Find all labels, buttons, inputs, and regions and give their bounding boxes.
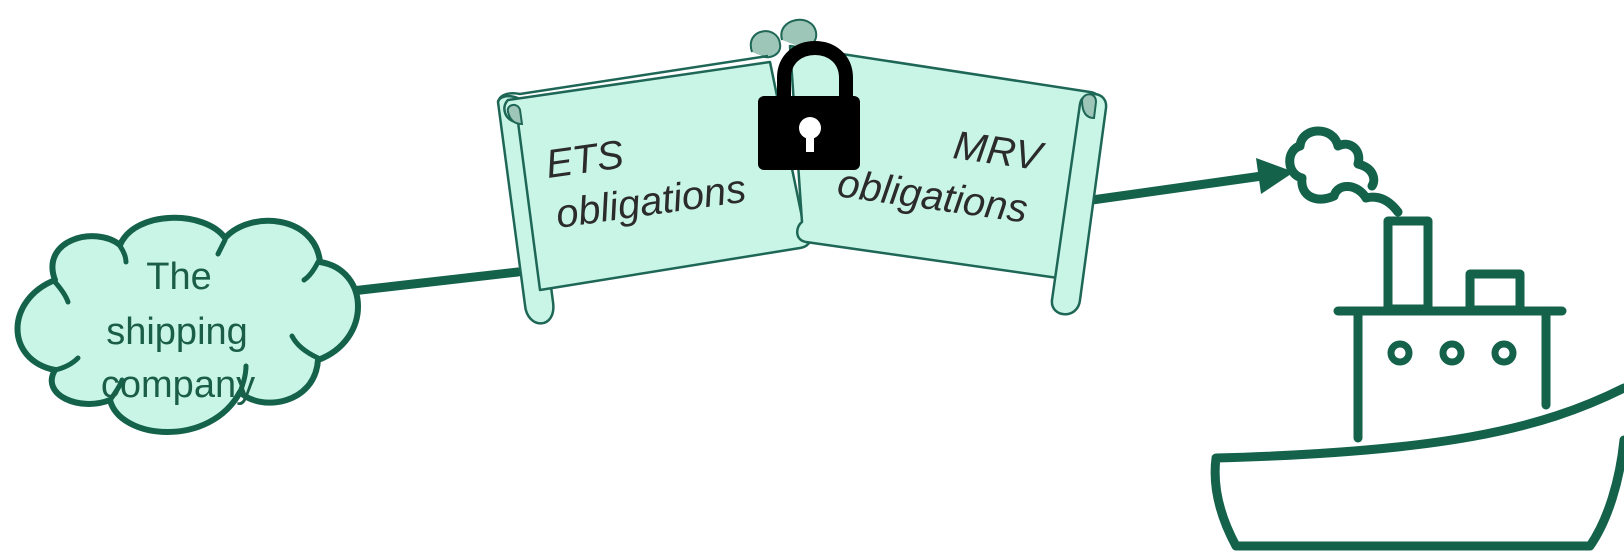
ets-scroll: ETS obligations (496, 30, 813, 325)
arrow-scroll-to-ship (1087, 158, 1294, 205)
ets-scroll-line-1: ETS (543, 132, 626, 186)
connector-cloud-to-scroll (347, 267, 523, 296)
steamship-icon (1210, 126, 1624, 551)
padlock-icon (758, 41, 860, 170)
cloud-label-line-3: company (101, 364, 255, 406)
mrv-scroll: MRV obligations (780, 18, 1108, 316)
cloud-label-line-2: shipping (106, 311, 248, 353)
cloud-label-line-1: The (146, 256, 211, 298)
shipping-company-cloud: The shipping company (14, 214, 361, 435)
smoke-icon (1285, 126, 1403, 217)
